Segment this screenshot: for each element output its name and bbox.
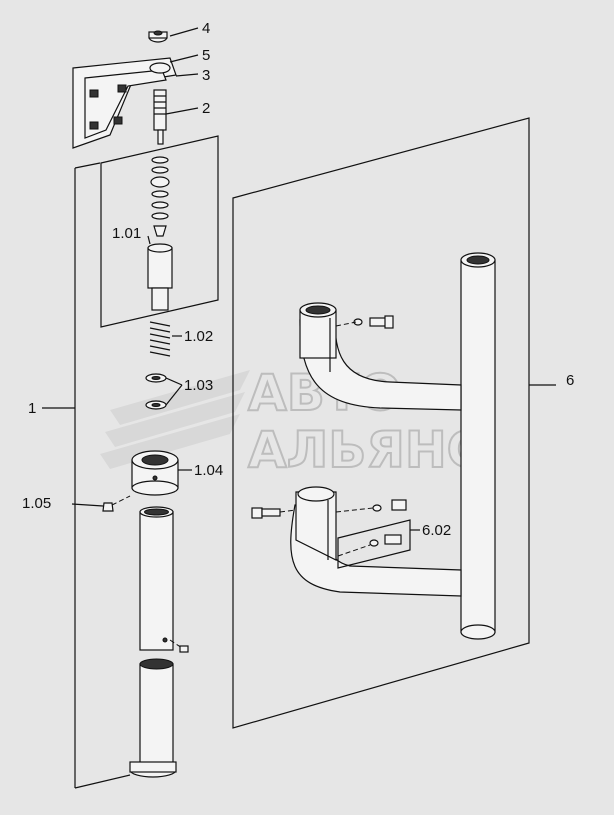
label-1-03: 1.03 xyxy=(184,377,213,394)
lower-clamp-bolt xyxy=(251,499,407,519)
label-4: 4 xyxy=(202,20,210,37)
frame-panel-1-01 xyxy=(100,135,219,328)
upper-tube xyxy=(139,506,174,651)
label-1-01: 1.01 xyxy=(112,225,141,242)
bracket-plate xyxy=(72,57,177,149)
tube-screw xyxy=(179,645,189,653)
label-1-04: 1.04 xyxy=(194,462,223,479)
threaded-bolt xyxy=(153,89,167,145)
bracket-bolt-6-02 xyxy=(369,534,402,547)
watermark-line2: АЛЬЯНС xyxy=(248,421,483,479)
label-3: 3 xyxy=(202,67,210,84)
label-1: 1 xyxy=(28,400,36,417)
label-6: 6 xyxy=(566,372,574,389)
label-5: 5 xyxy=(202,47,210,64)
frame-panel-6-02 xyxy=(337,519,411,569)
small-nut xyxy=(102,502,114,512)
label-2: 2 xyxy=(202,100,210,117)
lower-tube xyxy=(129,658,177,778)
frame-panel-6 xyxy=(232,117,530,729)
pipe-assembly xyxy=(290,252,496,640)
washers xyxy=(145,373,167,410)
sleeve xyxy=(147,243,173,311)
leader-lines xyxy=(71,27,556,531)
spring xyxy=(149,321,171,357)
collar xyxy=(131,450,179,496)
upper-clamp-bolt xyxy=(353,315,394,329)
watermark-logo-icon xyxy=(100,370,250,469)
label-1-05: 1.05 xyxy=(22,495,51,512)
nut xyxy=(148,30,168,43)
label-1-02: 1.02 xyxy=(184,328,213,345)
washer-stack xyxy=(150,156,170,237)
label-6-02: 6.02 xyxy=(422,522,451,539)
